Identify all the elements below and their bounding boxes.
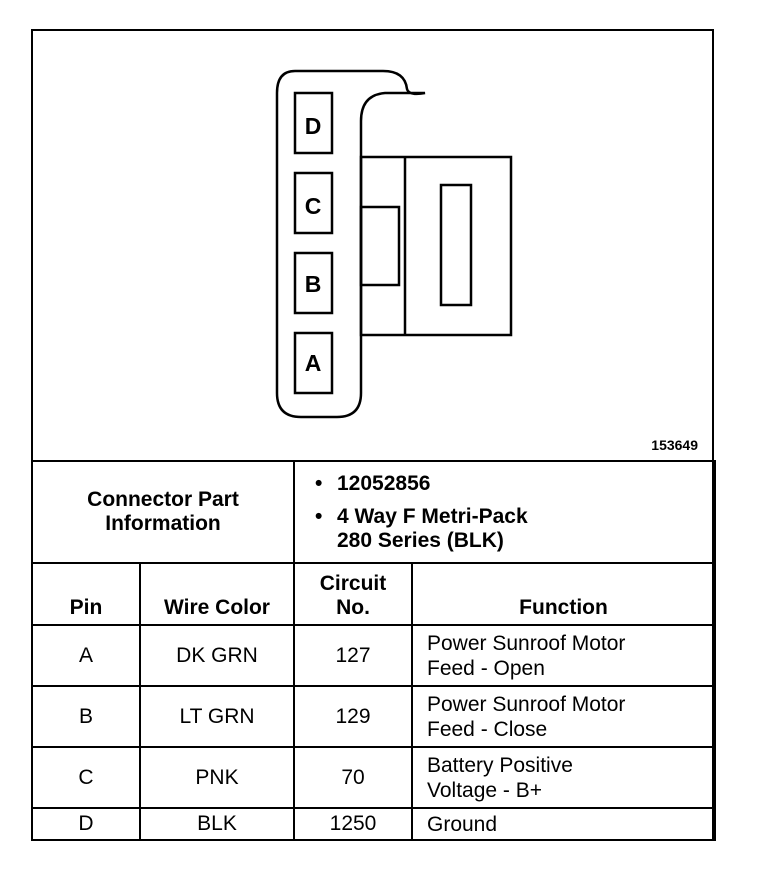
latch-body	[359, 155, 513, 337]
table-row: D BLK 1250 Ground	[31, 807, 716, 841]
figure-number: 153649	[651, 437, 698, 453]
pin-cavity-b	[293, 251, 334, 315]
table-row: C PNK 70 Battery Positive Voltage - B+	[31, 746, 716, 809]
header-wire-color: Wire Color	[139, 562, 295, 626]
pin-label-a: A	[304, 350, 322, 376]
pin-label-d: D	[304, 113, 322, 139]
table-row: B LT GRN 129 Power Sunroof Motor Feed - …	[31, 685, 716, 748]
pin-cavity-d	[293, 91, 334, 155]
part-info-label: Connector Part Information	[31, 460, 295, 564]
pin-label-b: B	[304, 271, 322, 297]
pin-cavity-c	[293, 171, 334, 235]
pin-label-c: C	[304, 193, 322, 219]
latch-slot	[439, 183, 473, 307]
table-row: A DK GRN 127 Power Sunroof Motor Feed - …	[31, 624, 716, 687]
header-function: Function	[411, 562, 716, 626]
part-description: • 4 Way F Metri-Pack	[315, 504, 528, 528]
latch-tab	[359, 205, 401, 287]
connector-card: D C B A 153649 Connector Part Informatio…	[31, 29, 716, 841]
pin-cavity-a	[293, 331, 334, 395]
part-number: • 12052856	[315, 471, 431, 495]
part-info-values: • 12052856 • 4 Way F Metri-Pack 280 Seri…	[293, 460, 716, 564]
connector-table: Connector Part Information • 12052856 • …	[31, 460, 716, 841]
table-header-row: Pin Wire Color Circuit No. Function	[31, 562, 716, 626]
header-pin: Pin	[31, 562, 141, 626]
header-circuit: Circuit No.	[293, 562, 413, 626]
part-info-row: Connector Part Information • 12052856 • …	[31, 460, 716, 564]
connector-diagram: D C B A 153649	[33, 31, 712, 462]
connector-drawing	[275, 69, 513, 419]
